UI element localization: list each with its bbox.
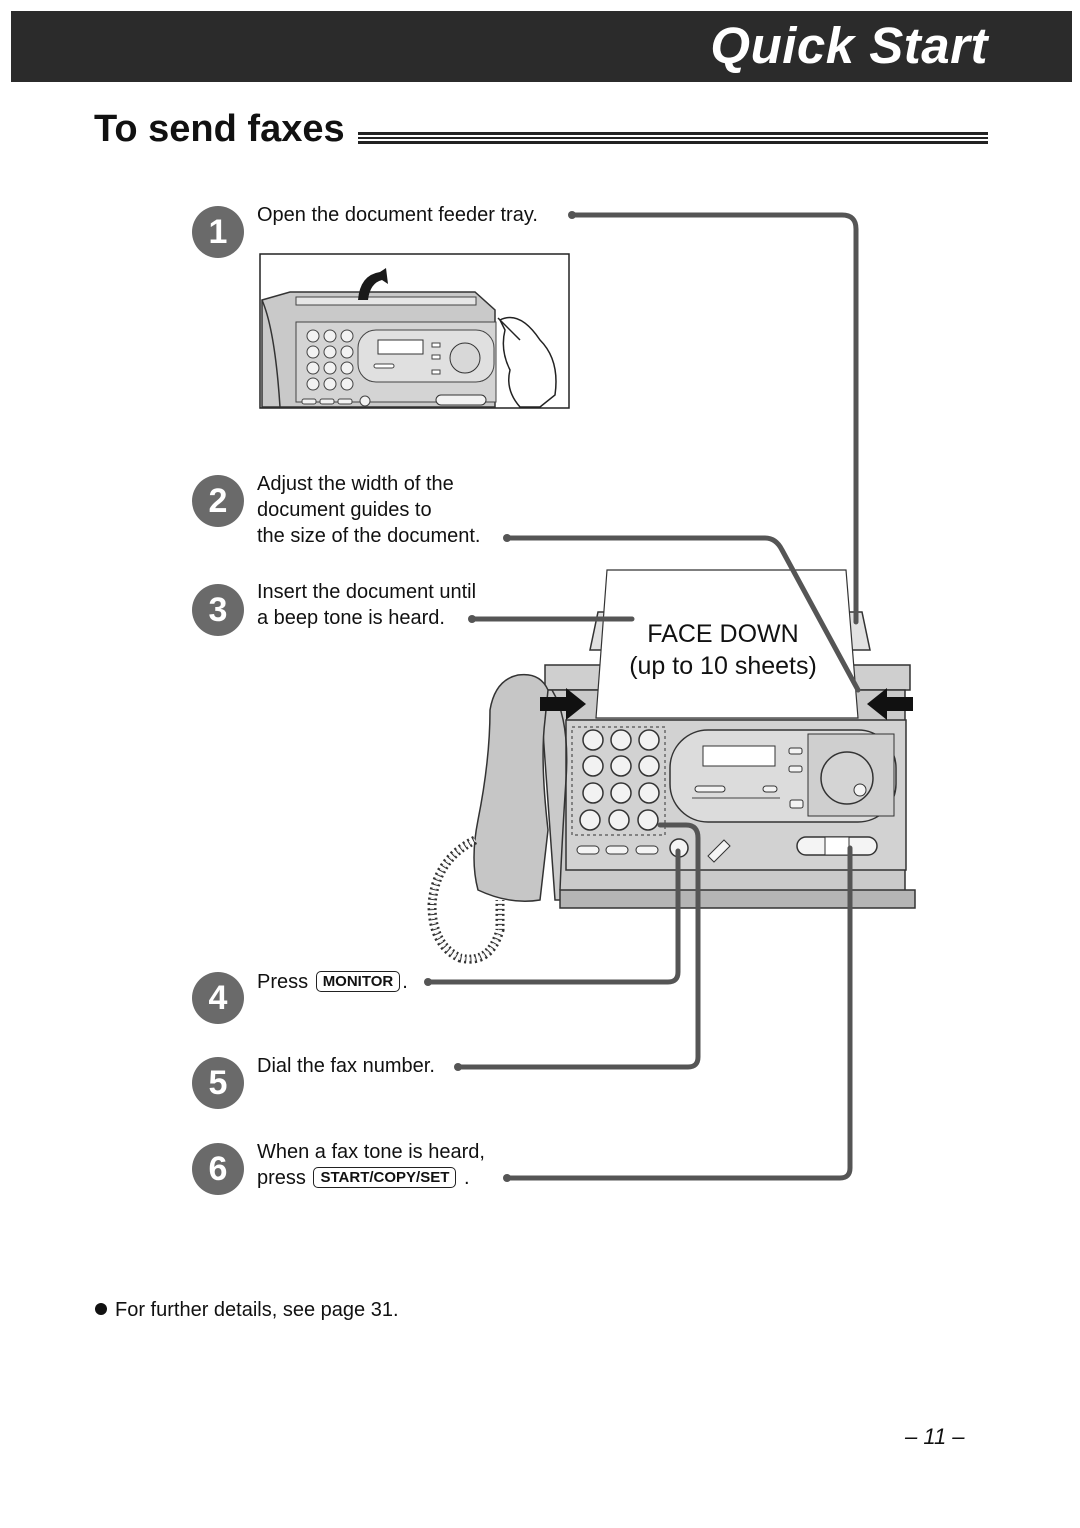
step-2-number: 2 (192, 475, 244, 527)
title-rule (358, 132, 988, 144)
step-2-line: Adjust the width of the (257, 473, 454, 495)
step-4-suffix: . (402, 971, 408, 993)
step-6-suffix: . (463, 1167, 470, 1189)
step-5-line: Dial the fax number. (257, 1055, 435, 1077)
header-bar (11, 11, 1072, 82)
step-5-text: Dial the fax number. (257, 1053, 435, 1079)
face-down-callout: FACE DOWN (up to 10 sheets) (610, 618, 836, 682)
step-2-line: the size of the document. (257, 525, 481, 547)
step-1-number: 1 (192, 206, 244, 258)
face-down-line1: FACE DOWN (647, 620, 799, 648)
start-copy-set-key: START/COPY/SET (313, 1167, 457, 1188)
section-title: To send faxes (94, 108, 345, 150)
step-5-number: 5 (192, 1057, 244, 1109)
step-3-line: a beep tone is heard. (257, 607, 445, 629)
step-3-text: Insert the document until a beep tone is… (257, 579, 476, 631)
step-3-line: Insert the document until (257, 581, 477, 603)
fax-tray-illustration (259, 253, 570, 409)
step-6-text: When a fax tone is heard, press START/CO… (257, 1139, 485, 1191)
fax-machine-illustration (427, 569, 916, 964)
step-6-line: press START/COPY/SET . (257, 1165, 485, 1191)
step-4-number: 4 (192, 972, 244, 1024)
bullet-icon (95, 1303, 107, 1315)
face-down-line2: (up to 10 sheets) (629, 652, 817, 680)
step-6-number: 6 (192, 1143, 244, 1195)
note-text: For further details, see page 31. (115, 1299, 399, 1321)
step-3-number: 3 (192, 584, 244, 636)
page-number: – 11 – (905, 1424, 965, 1449)
step-6-prefix: press (257, 1167, 306, 1189)
page-title: Quick Start (710, 17, 988, 74)
step-4-text: Press MONITOR. (257, 969, 408, 995)
leader-dots (424, 211, 576, 1182)
step-1-text: Open the document feeder tray. (257, 202, 538, 228)
step-2-text: Adjust the width of the document guides … (257, 471, 480, 549)
step-2-line: document guides to (257, 499, 432, 521)
further-details-note: For further details, see page 31. (95, 1299, 399, 1322)
step-4-prefix: Press (257, 971, 309, 993)
leader-lines (425, 212, 861, 1181)
step-1-line: Open the document feeder tray. (257, 204, 538, 226)
monitor-key: MONITOR (315, 971, 401, 992)
step-6-line: When a fax tone is heard, (257, 1141, 485, 1163)
